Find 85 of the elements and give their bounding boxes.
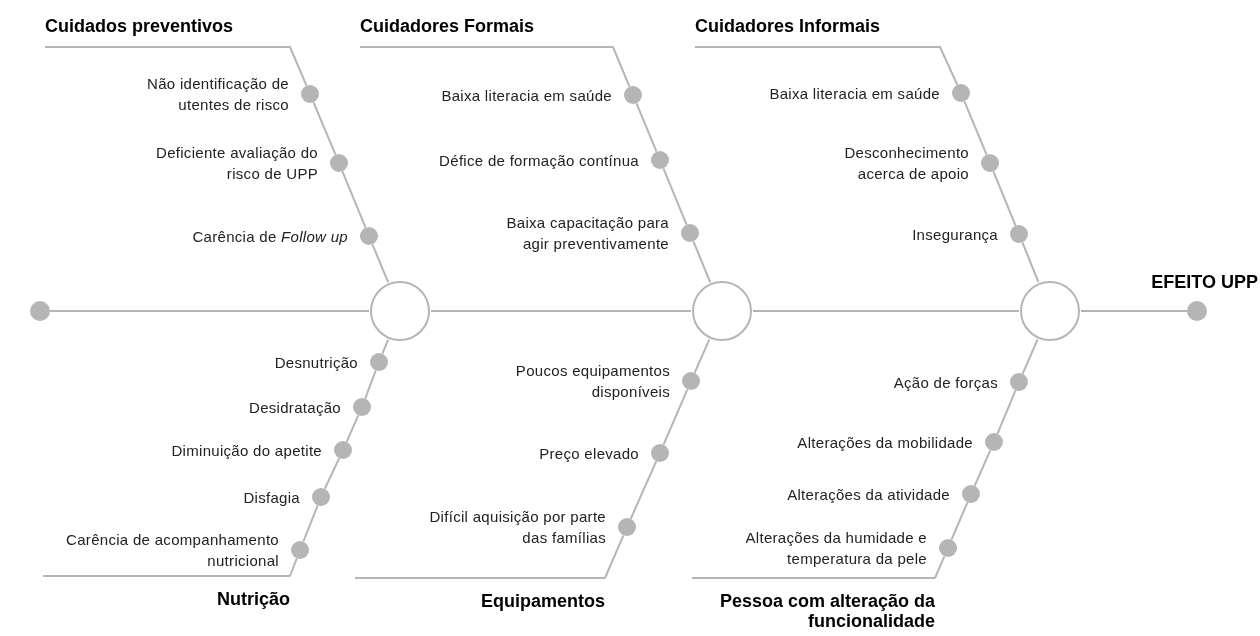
cause-dot <box>939 539 957 557</box>
cause-label: Carência de Follow up <box>191 226 348 247</box>
bone-line <box>381 338 390 355</box>
cause-label: Baixa literacia em saúde <box>768 83 940 104</box>
bone-line <box>992 170 1017 227</box>
cause-label: Alterações da mobilidade <box>796 432 973 453</box>
category-heading: Equipamentos <box>355 578 605 624</box>
cause-dot <box>360 227 378 245</box>
bone-line <box>629 460 658 520</box>
cause-dot <box>291 541 309 559</box>
cause-dot <box>312 488 330 506</box>
bone-line <box>694 46 959 86</box>
effect-label: EFEITO UPP <box>1150 271 1258 294</box>
spine-line <box>752 310 1020 312</box>
cause-label: Deficiente avaliação do risco de UPP <box>155 143 318 184</box>
bone-line <box>1021 241 1040 284</box>
bone-line <box>996 389 1017 435</box>
spine-start-dot <box>30 301 50 321</box>
cause-label: Insegurança <box>911 224 998 245</box>
bone-line <box>312 101 337 156</box>
cause-label: Desconhecimento acerca de apoio <box>843 143 969 184</box>
category-heading: Pessoa com alteração da funcionalidade <box>692 578 935 636</box>
cause-label: Baixa literacia em saúde <box>440 85 612 106</box>
junction-circle <box>692 281 752 341</box>
cause-label: Desidratação <box>248 397 341 418</box>
cause-label: Alterações da atividade <box>786 484 950 505</box>
cause-label: Difícil aquisição por parte das famílias <box>428 507 606 548</box>
spine-line <box>430 310 692 312</box>
cause-dot <box>301 85 319 103</box>
cause-dot <box>334 441 352 459</box>
bone-line <box>963 100 988 156</box>
bone-line <box>359 46 631 88</box>
cause-dot <box>651 151 669 169</box>
cause-dot <box>962 485 980 503</box>
bone-line <box>302 504 319 543</box>
cause-dot <box>330 154 348 172</box>
cause-label: Não identificação de utentes de risco <box>146 74 289 115</box>
bone-line <box>662 388 689 446</box>
cause-label: Carência de acompanhamento nutricional <box>65 530 279 571</box>
bone-line <box>371 243 390 284</box>
cause-dot <box>1010 373 1028 391</box>
category-heading: Cuidadores Informais <box>695 8 940 47</box>
bone-line <box>354 534 625 579</box>
category-heading: Cuidados preventivos <box>45 8 290 47</box>
junction-circle <box>370 281 430 341</box>
bone-line <box>341 170 367 229</box>
cause-label: Défice de formação contínua <box>438 150 639 171</box>
cause-label: Ação de forças <box>892 372 998 393</box>
bone-line <box>662 167 688 226</box>
cause-dot <box>1010 225 1028 243</box>
bone-line <box>364 369 377 400</box>
cause-dot <box>624 86 642 104</box>
bone-line <box>973 449 992 487</box>
category-heading: Nutrição <box>43 576 290 622</box>
cause-dot <box>682 372 700 390</box>
bone-line <box>691 555 946 579</box>
bone-line <box>44 46 308 87</box>
bone-line <box>345 414 360 443</box>
cause-dot <box>981 154 999 172</box>
spine-line <box>49 310 370 312</box>
spine-end-dot <box>1187 301 1207 321</box>
cause-label: Poucos equipamentos disponíveis <box>514 361 670 402</box>
cause-dot <box>985 433 1003 451</box>
bone-line <box>1021 338 1039 375</box>
bone-line <box>635 102 658 153</box>
cause-dot <box>681 224 699 242</box>
bone-line <box>692 240 712 284</box>
category-heading: Cuidadores Formais <box>360 8 613 47</box>
cause-dot <box>952 84 970 102</box>
cause-label: Diminuição do apetite <box>170 440 322 461</box>
cause-label: Alterações da humidade e temperatura da pele <box>744 528 927 569</box>
cause-label: Preço elevado <box>538 443 639 464</box>
bone-line <box>42 557 298 577</box>
bone-line <box>693 338 711 374</box>
cause-label: Disfagia <box>242 487 300 508</box>
junction-circle <box>1020 281 1080 341</box>
cause-dot <box>353 398 371 416</box>
bone-line <box>950 501 969 541</box>
cause-dot <box>651 444 669 462</box>
cause-dot <box>370 353 388 371</box>
cause-label: Desnutrição <box>273 352 358 373</box>
bone-line <box>323 457 341 490</box>
cause-dot <box>618 518 636 536</box>
spine-line <box>1080 310 1188 312</box>
cause-label: Baixa capacitação para agir preventivamente <box>505 213 669 254</box>
